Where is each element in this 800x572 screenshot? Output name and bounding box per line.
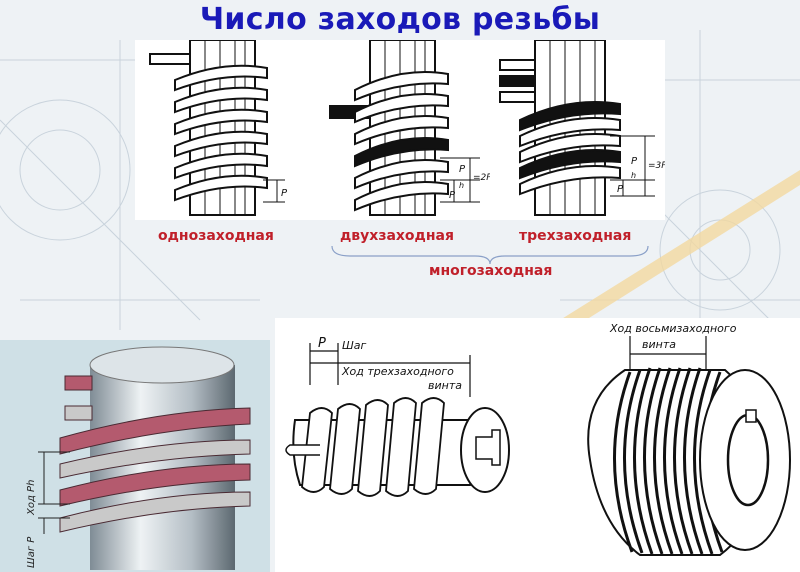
triple-ph-label: P — [631, 156, 638, 167]
nut-hod-label: Ход восьмизаходного — [609, 322, 737, 335]
double-p-label: P — [449, 190, 456, 201]
label-double-start: двухзаходная — [340, 228, 454, 244]
multi-start-brace — [331, 245, 649, 265]
double-ph-label: P — [459, 164, 466, 175]
triple-start-screw: P P h =3P — [499, 40, 665, 216]
label-single-start: однозаходная — [158, 228, 274, 244]
worm-hod-label-2: винта — [428, 379, 462, 392]
worm-hod-label: Ход трехзаходного — [341, 365, 454, 378]
nut-hod-label-2: винта — [642, 338, 676, 351]
single-p-label: P — [281, 188, 288, 199]
photo-screw-illustration: Ход Ph Шаг P — [0, 340, 270, 572]
three-start-worm: P Шаг Ход трехзаходного винта — [285, 336, 510, 497]
double-start-screw: P P h =2P — [329, 40, 490, 216]
triple-eq-label: =3P — [648, 161, 665, 171]
worm-p-label: P — [318, 336, 326, 351]
double-ph-sub: h — [459, 181, 464, 190]
page-title: Число заходов резьбы — [199, 2, 601, 37]
photo-hod-label: Ход Ph — [26, 480, 37, 516]
triple-ph-sub: h — [631, 171, 636, 180]
triple-p-label: P — [617, 184, 624, 195]
label-triple-start: трехзаходная — [519, 228, 632, 244]
eight-start-nut: Ход восьмизаходного винта — [587, 322, 791, 556]
worm-shag-label: Шаг — [342, 339, 367, 352]
single-start-screw: P — [149, 40, 288, 216]
double-eq-label: =2P — [473, 173, 490, 183]
label-multi-start: многозаходная — [429, 263, 553, 279]
photo-shag-label: Шаг P — [26, 536, 37, 568]
